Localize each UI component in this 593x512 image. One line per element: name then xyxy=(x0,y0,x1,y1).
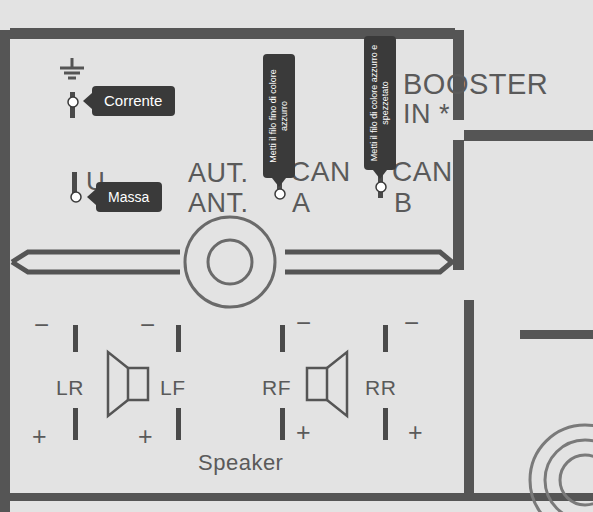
polarity-sign: − xyxy=(404,310,420,336)
corner-socket xyxy=(530,425,593,512)
polarity-sign: + xyxy=(32,424,47,449)
can-label: B xyxy=(394,190,413,217)
callout-pointer xyxy=(272,178,286,187)
ground-symbol xyxy=(60,58,84,78)
speaker-channel: RF xyxy=(262,377,291,398)
callout-text: Metti il filo di colore azzurro e spezze… xyxy=(369,42,391,164)
polarity-sign: − xyxy=(296,310,312,336)
middle-band xyxy=(12,252,452,272)
callout-text: Metti il filo fino di colore azzurro xyxy=(268,60,290,172)
pin-slots xyxy=(70,92,388,440)
can-label: CAN xyxy=(392,158,453,186)
speaker-channel: LR xyxy=(56,377,84,398)
speaker-symbol xyxy=(307,352,347,416)
polarity-sign: − xyxy=(140,312,156,338)
antenna-socket xyxy=(185,217,275,307)
callout-box: Massa xyxy=(96,182,162,212)
speaker-channel: LF xyxy=(160,377,186,398)
speaker-channel: RR xyxy=(365,377,396,398)
can-label: CAN xyxy=(290,158,351,186)
callout-pointer xyxy=(87,189,96,205)
speaker-symbol xyxy=(108,352,148,416)
callout-box: Metti il filo fino di colore azzurro xyxy=(263,54,295,178)
callout-box: Corrente xyxy=(92,86,175,116)
antenna-label: ANT. xyxy=(188,190,249,217)
polarity-sign: + xyxy=(408,420,423,445)
rotated-text-holder: Metti il filo fino di colore azzurro xyxy=(268,60,290,172)
booster-in-label: IN * xyxy=(403,101,450,128)
antenna-label: AUT. xyxy=(188,160,249,187)
callout-box: Metti il filo di colore azzurro e spezze… xyxy=(364,36,396,170)
booster-label: BOOSTER xyxy=(403,70,548,99)
speaker-title: Speaker xyxy=(198,452,283,474)
can-label: A xyxy=(292,190,311,217)
callout-pointer xyxy=(83,93,92,109)
polarity-sign: + xyxy=(138,424,153,449)
callout-text: Corrente xyxy=(104,92,163,110)
polarity-sign: + xyxy=(296,420,311,445)
callout-text: Massa xyxy=(108,189,150,206)
polarity-sign: − xyxy=(34,312,50,338)
rotated-text-holder: Metti il filo di colore azzurro e spezze… xyxy=(369,42,391,164)
frame-bars xyxy=(0,28,593,512)
callout-pointer xyxy=(373,170,387,179)
